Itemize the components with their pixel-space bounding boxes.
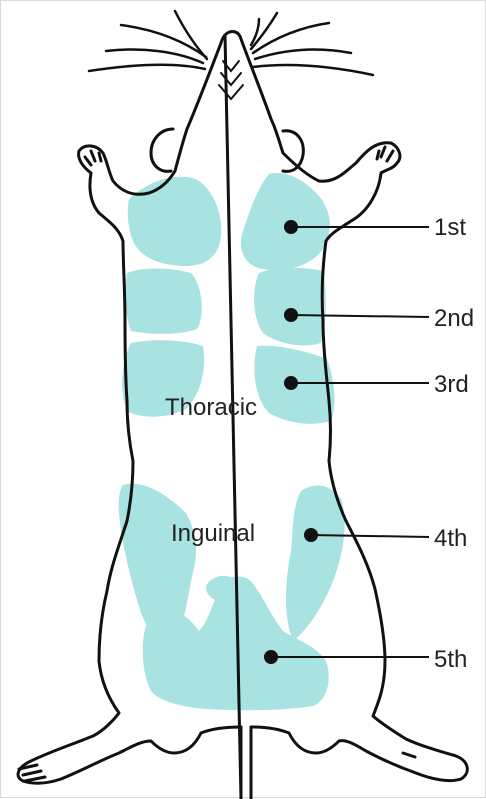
- mammary-tissue: [119, 173, 345, 710]
- gland-labels: 1st 2nd 3rd 4th 5th: [434, 214, 474, 673]
- gland-patch-left-2: [125, 269, 201, 334]
- label-2nd: 2nd: [434, 305, 474, 332]
- label-inguinal: Inguinal: [171, 520, 255, 547]
- label-5th: 5th: [434, 646, 467, 673]
- label-1st: 1st: [434, 214, 466, 241]
- left-foot-toes: [19, 765, 45, 781]
- whisker-right-4: [251, 13, 277, 49]
- marker-dot-3rd: [284, 376, 298, 390]
- gland-patch-right-1: [241, 173, 330, 270]
- marker-dot-2nd: [284, 308, 298, 322]
- whisker-left-2: [106, 50, 203, 64]
- label-3rd: 3rd: [434, 371, 469, 398]
- left-ear: [151, 129, 173, 171]
- right-ear: [283, 131, 303, 172]
- gland-patch-right-2: [254, 268, 326, 346]
- marker-dot-1st: [284, 220, 298, 234]
- region-labels: Thoracic Inguinal: [165, 394, 257, 547]
- gland-patch-inguinal-bump: [206, 576, 235, 601]
- nose-mark: [219, 61, 243, 99]
- nose-chevron-3: [219, 85, 243, 99]
- whisker-right-3: [253, 65, 373, 75]
- marker-dot-5th: [264, 650, 278, 664]
- label-4th: 4th: [434, 525, 467, 552]
- whiskers: [89, 11, 373, 75]
- gland-patch-left-1: [128, 177, 221, 266]
- whisker-left-3: [89, 65, 205, 71]
- gland-patch-inguinal-right: [286, 485, 345, 641]
- right-foot-mark: [403, 753, 415, 757]
- right-paw-toes: [377, 147, 393, 161]
- marker-dot-4th: [304, 528, 318, 542]
- left-paw-toes: [85, 151, 101, 165]
- whisker-left-4: [175, 11, 207, 59]
- whisker-right-2: [255, 50, 351, 59]
- nose-chevron-2: [221, 73, 241, 85]
- label-thoracic: Thoracic: [165, 394, 257, 421]
